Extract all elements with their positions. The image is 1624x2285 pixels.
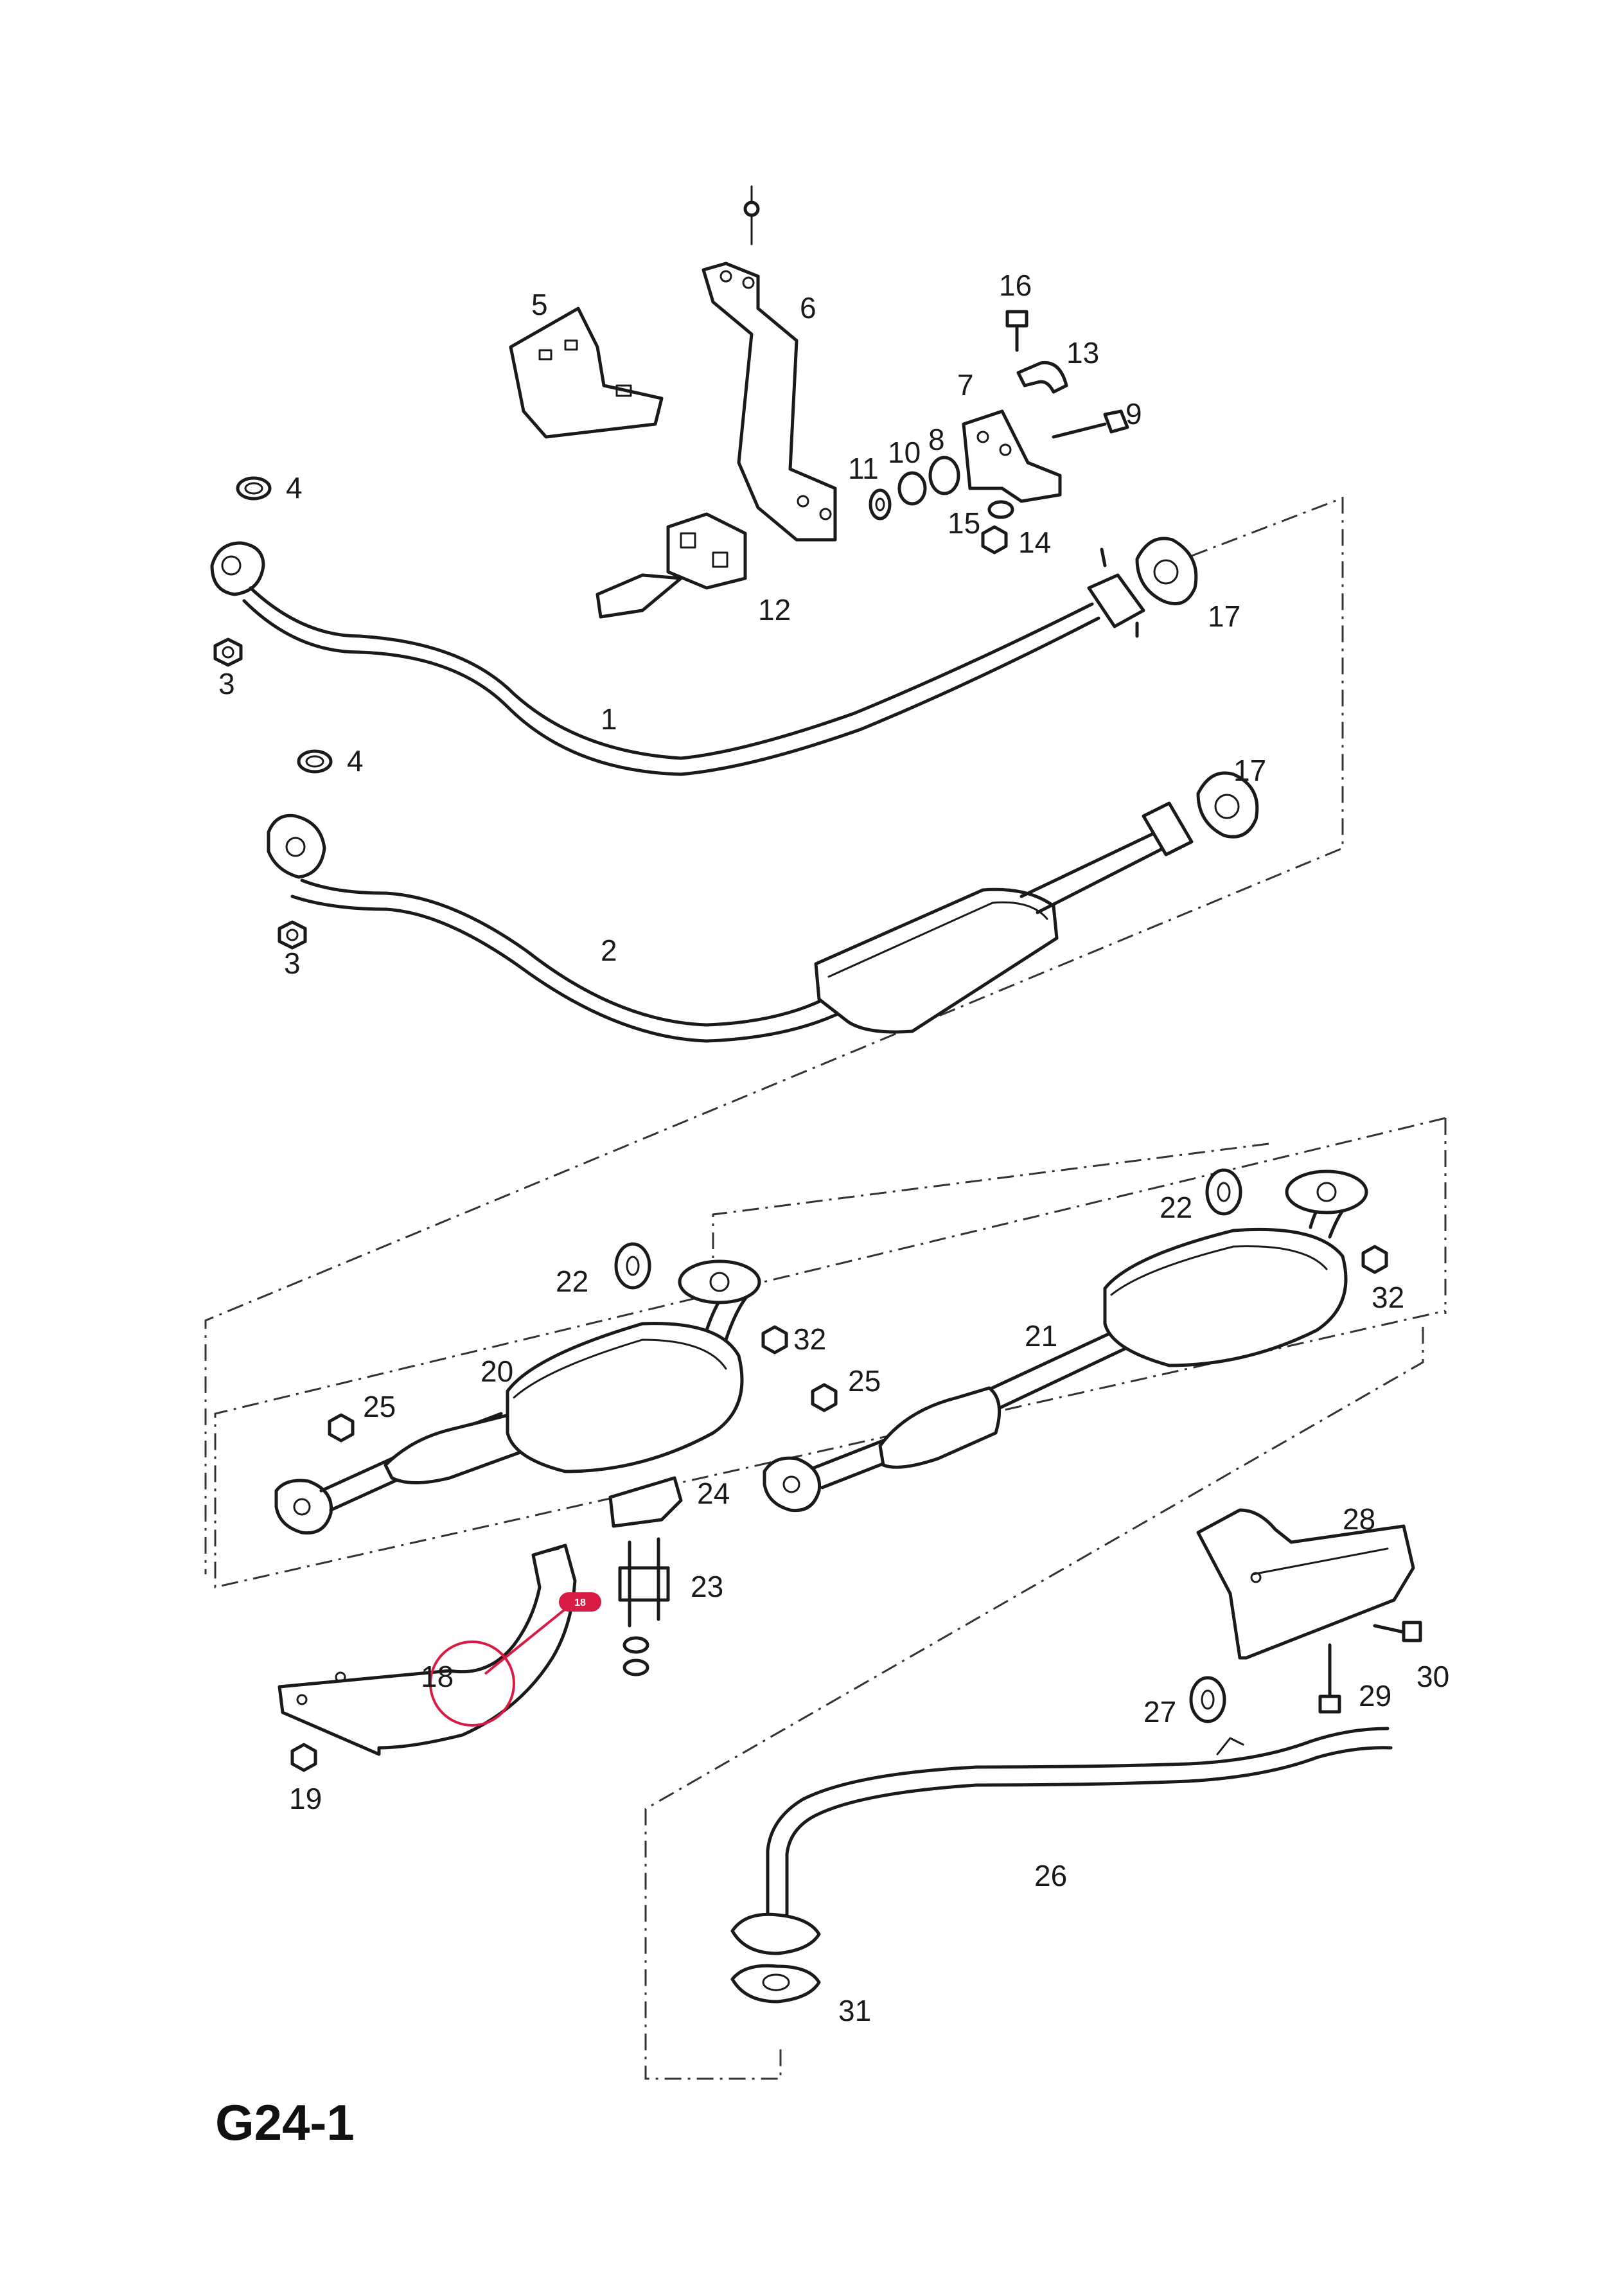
- gasket-17-lower[interactable]: [1196, 771, 1259, 839]
- bolt-9[interactable]: [1052, 409, 1129, 439]
- callout-9[interactable]: 9: [1125, 397, 1142, 431]
- callout-14[interactable]: 14: [1018, 526, 1051, 559]
- tail-pipe-26[interactable]: [730, 1727, 1393, 1955]
- callout-23[interactable]: 23: [691, 1570, 723, 1603]
- bolt-29[interactable]: [1318, 1643, 1341, 1714]
- callout-20[interactable]: 20: [481, 1355, 513, 1388]
- callout-19[interactable]: 19: [289, 1782, 322, 1815]
- diagram-code: G24-1: [215, 2094, 355, 2151]
- callout-32-left[interactable]: 32: [793, 1322, 826, 1356]
- callout-27[interactable]: 27: [1143, 1695, 1176, 1729]
- callout-5[interactable]: 5: [531, 288, 548, 321]
- nut-25-right[interactable]: [811, 1383, 838, 1412]
- callout-32-right[interactable]: 32: [1372, 1281, 1404, 1314]
- highlight-marker[interactable]: 18: [429, 1592, 601, 1727]
- rubber-8[interactable]: [928, 456, 960, 495]
- callout-13[interactable]: 13: [1066, 336, 1099, 369]
- seal-ring-4-lower[interactable]: [297, 749, 333, 774]
- callout-2[interactable]: 2: [601, 934, 617, 967]
- nut-32-right[interactable]: [1361, 1245, 1388, 1274]
- washer-15[interactable]: [987, 500, 1014, 519]
- rubber-ring-27[interactable]: [1189, 1676, 1226, 1723]
- callout-22-left[interactable]: 22: [556, 1265, 588, 1298]
- gasket-17-upper[interactable]: [1135, 537, 1198, 605]
- nut-25-left[interactable]: [328, 1413, 355, 1443]
- highlight-badge[interactable]: [559, 1592, 601, 1612]
- front-pipe-catalyst-2[interactable]: [267, 801, 1194, 1043]
- clamp-bracket-7[interactable]: [962, 409, 1062, 503]
- callout-31[interactable]: 31: [838, 1994, 871, 2027]
- spacer-10[interactable]: [897, 471, 927, 506]
- callout-25-left[interactable]: 25: [363, 1390, 396, 1423]
- callout-30[interactable]: 30: [1417, 1660, 1449, 1693]
- heat-shield-28[interactable]: [1196, 1508, 1415, 1660]
- clip-13[interactable]: [1016, 360, 1068, 394]
- assembly-outline-middle: [214, 1117, 1447, 1588]
- callout-29[interactable]: 29: [1359, 1679, 1391, 1712]
- bolt-30[interactable]: [1373, 1621, 1422, 1642]
- callout-4-upper[interactable]: 4: [286, 471, 303, 504]
- callout-12[interactable]: 12: [758, 593, 791, 627]
- callout-26[interactable]: 26: [1034, 1859, 1067, 1892]
- washer-11[interactable]: [869, 488, 892, 520]
- bracket-6[interactable]: [702, 185, 837, 542]
- callout-10[interactable]: 10: [888, 436, 921, 469]
- heat-shield-18[interactable]: [278, 1543, 577, 1756]
- callout-25-right[interactable]: 25: [848, 1364, 881, 1398]
- nut-14[interactable]: [981, 525, 1008, 555]
- callout-6[interactable]: 6: [800, 291, 816, 325]
- rear-silencer-21[interactable]: [763, 1187, 1354, 1513]
- callout-17-lower[interactable]: 17: [1233, 754, 1266, 787]
- callout-15[interactable]: 15: [948, 506, 980, 540]
- callout-labels: 1 2 3 3 4 4 5 6 7 8 9 10 11 12 13 14 15 …: [218, 269, 1449, 2027]
- callout-3-lower[interactable]: 3: [284, 947, 301, 980]
- bracket-24[interactable]: [608, 1476, 683, 1528]
- callout-17-upper[interactable]: 17: [1208, 600, 1240, 633]
- callout-16[interactable]: 16: [999, 269, 1032, 302]
- callout-24[interactable]: 24: [697, 1477, 730, 1510]
- highlight-leader: [484, 1605, 570, 1675]
- highlight-ring[interactable]: [429, 1640, 515, 1727]
- assembly-outline-upper: [204, 496, 1344, 1574]
- nut-3-lower[interactable]: [278, 920, 307, 950]
- callout-22-right[interactable]: 22: [1160, 1191, 1192, 1224]
- callout-28[interactable]: 28: [1343, 1502, 1375, 1536]
- callout-18[interactable]: 18: [421, 1660, 454, 1693]
- flange-21-outlet[interactable]: [1285, 1169, 1368, 1214]
- assembly-outline-lower: [644, 1327, 1424, 2080]
- flange-20-outlet[interactable]: [678, 1259, 761, 1304]
- nut-32-left[interactable]: [761, 1325, 788, 1355]
- callout-3-upper[interactable]: 3: [218, 667, 235, 700]
- nut-19[interactable]: [290, 1743, 317, 1772]
- highlight-badge-text: 18: [574, 1597, 586, 1608]
- callout-7[interactable]: 7: [957, 368, 974, 402]
- gasket-31[interactable]: [730, 1964, 821, 2004]
- rubber-ring-22-right[interactable]: [1205, 1168, 1242, 1216]
- bracket-5[interactable]: [509, 307, 664, 439]
- callout-4-lower[interactable]: 4: [347, 744, 364, 778]
- mount-12[interactable]: [596, 512, 747, 619]
- seal-ring-4-upper[interactable]: [236, 476, 272, 501]
- callout-1[interactable]: 1: [601, 702, 617, 736]
- middle-silencer-20[interactable]: [274, 1277, 757, 1535]
- front-pipe-1[interactable]: [210, 541, 1145, 776]
- callout-21[interactable]: 21: [1025, 1319, 1057, 1353]
- bolt-16[interactable]: [1005, 310, 1028, 352]
- rubber-ring-22-left[interactable]: [614, 1242, 651, 1290]
- callout-8[interactable]: 8: [928, 423, 945, 456]
- callout-11[interactable]: 11: [848, 452, 879, 485]
- hanger-23[interactable]: [618, 1537, 670, 1676]
- nut-3-upper[interactable]: [213, 637, 243, 667]
